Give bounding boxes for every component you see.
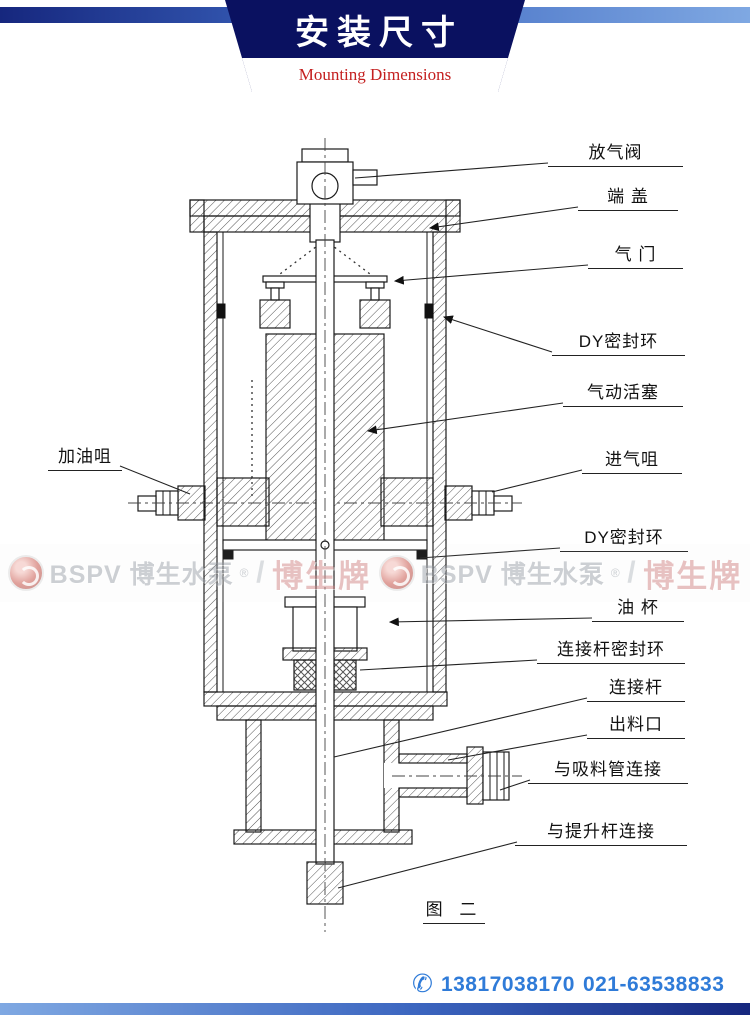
phone-number-landline: 021-63538833 [582,972,725,996]
side-nozzles [128,477,522,527]
page-title: 安装尺寸 [295,13,463,52]
phone-icon: ✆ [412,970,433,998]
label-discharge-outlet: 出料口 [587,710,685,739]
label-end-cover: 端 盖 [578,182,678,211]
contact-phone-line: ✆ 13817038170 021-63538833 [412,972,724,997]
page-subtitle: Mounting Dimensions [225,58,525,92]
label-air-inlet-nozzle: 进气咀 [582,445,682,474]
label-oil-filling-nozzle: 加油咀 [48,442,122,471]
label-air-release-valve: 放气阀 [548,138,683,167]
label-pneumatic-piston: 气动活塞 [563,378,683,407]
discharge-outlet-pipe [384,746,522,805]
air-valve-internals [216,239,434,329]
label-rod-seal-ring: 连接杆密封环 [537,635,685,664]
leader-lines [119,162,593,889]
label-connecting-rod: 连接杆 [587,673,685,702]
figure-caption: 图 二 [423,895,485,924]
label-air-valve: 气 门 [588,240,683,269]
label-dy-seal-ring-upper: DY密封环 [552,327,685,356]
phone-number-mobile: 13817038170 [440,972,575,996]
label-dy-seal-ring-lower: DY密封环 [560,523,688,552]
label-lifting-rod-connection: 与提升杆连接 [515,817,687,846]
title-banner: 安装尺寸 Mounting Dimensions [225,0,525,92]
label-oil-cup: 油 杯 [592,593,684,622]
label-suction-pipe-connection: 与吸料管连接 [528,755,688,784]
footer-gradient-bar [0,1003,750,1015]
